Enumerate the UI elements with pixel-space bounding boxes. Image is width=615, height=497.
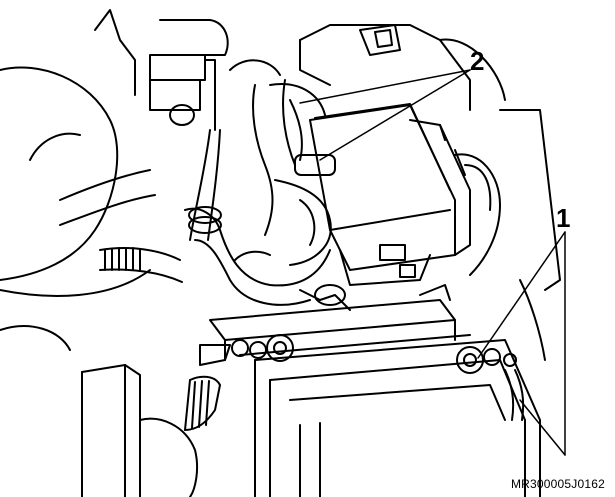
right-wiring-harness	[455, 110, 560, 360]
battery-tray	[210, 285, 470, 360]
figure-code: MR300005J0162	[510, 477, 605, 491]
callout-label-2: 2	[470, 46, 485, 76]
top-right-reservoir	[300, 25, 505, 110]
left-round-housing	[0, 67, 150, 296]
battery-terminal-right	[457, 347, 523, 420]
central-junction-box	[310, 104, 470, 285]
top-left-bracket	[95, 10, 228, 240]
callout-label-1: 1	[556, 203, 571, 233]
battery-terminal-left	[185, 335, 293, 430]
corrugated-hose-left	[60, 170, 182, 282]
callout-2-leaders	[300, 70, 470, 160]
lower-coolant-hose	[185, 207, 330, 305]
battery	[255, 340, 540, 497]
callout-1-leaders	[478, 232, 565, 455]
upper-coolant-hose	[230, 60, 335, 265]
left-lower-block	[0, 326, 197, 497]
